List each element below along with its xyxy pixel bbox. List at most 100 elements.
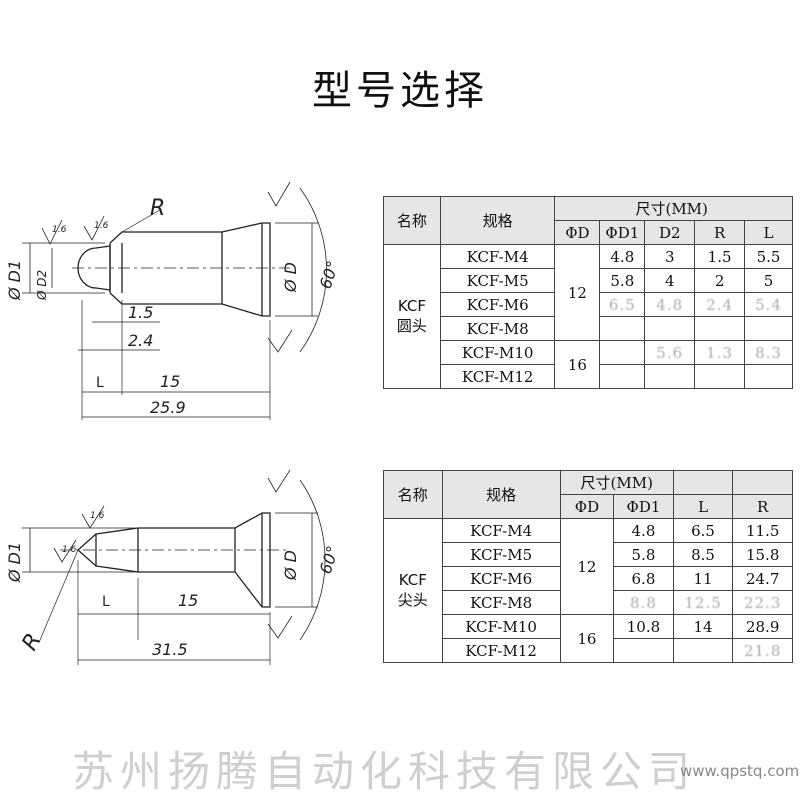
d2-cell: 4 <box>644 268 696 293</box>
drawing-pointed-head <box>22 469 326 665</box>
l-label-2: L <box>102 594 110 610</box>
l-cell <box>744 316 793 341</box>
d1-cell: 6.8 <box>613 566 674 591</box>
angle-label-2: 60° <box>316 543 343 576</box>
finish-2: 1.6 <box>94 221 109 231</box>
finish-3: 1.6 <box>90 511 105 521</box>
l-cell: 8.5 <box>672 542 734 567</box>
d1-cell: 5.8 <box>613 542 674 567</box>
r-label-2: R <box>18 629 47 655</box>
header-r: R <box>694 220 746 245</box>
header-phid: ΦD <box>554 220 601 245</box>
phid-cell: 16 <box>559 614 615 663</box>
drawing-round-head <box>22 181 327 420</box>
spec-cell: KCF-M12 <box>439 364 556 389</box>
header-size: 尺寸(MM) <box>554 196 793 221</box>
dim-c: 15 <box>160 372 180 391</box>
phid-cell: 12 <box>554 244 601 341</box>
l-cell: 6.5 <box>672 518 734 543</box>
d2-cell <box>644 364 696 389</box>
spec-cell: KCF-M10 <box>441 614 561 639</box>
dim-b: 2.4 <box>128 331 153 350</box>
header-l: L <box>744 220 793 245</box>
spec-table-round: 名称 规格 尺寸(MM) ΦD ΦD1 D2 R L KCF 圆头 KCF-M4… <box>383 196 793 389</box>
d2-cell <box>644 316 696 341</box>
drawing-pointed-head-labels: Ø D1 Ø D R 60° L 15 31.5 1.6 1.6 <box>5 511 343 659</box>
r-cell: 11.5 <box>732 518 793 543</box>
header-d2: D2 <box>644 220 696 245</box>
l-cell: 5.5 <box>744 244 793 269</box>
l-cell: 5.4 <box>744 292 793 317</box>
d2-cell: 5.6 <box>644 340 696 365</box>
phid-cell: 12 <box>559 518 615 615</box>
dim-a: 1.5 <box>128 303 153 322</box>
header-size: 尺寸(MM) <box>559 470 674 495</box>
spec-cell: KCF-M10 <box>439 340 556 365</box>
d1-cell: 4.8 <box>599 244 646 269</box>
d-label-2: Ø D <box>281 550 300 581</box>
r-cell: 2.4 <box>694 292 746 317</box>
group-label: KCF 圆头 <box>383 244 441 389</box>
header-phid1: ΦD1 <box>613 494 674 519</box>
header-phid1: ΦD1 <box>599 220 646 245</box>
d-label: Ø D <box>281 262 300 293</box>
d1-cell: 8.8 <box>613 590 674 615</box>
spec-table-pointed: 名称 规格 尺寸(MM) ΦD ΦD1 L R KCF 尖头 KCF-M4 12… <box>383 470 793 663</box>
phid-cell: 16 <box>554 340 601 389</box>
d1-label-2: Ø D1 <box>5 542 24 583</box>
header-r: R <box>732 494 793 519</box>
spec-cell: KCF-M8 <box>441 590 561 615</box>
l-cell <box>672 638 734 663</box>
company-watermark: 苏州扬腾自动化科技有限公司 <box>72 747 697 796</box>
site-url: www.qpstq.com <box>680 762 800 780</box>
l-cell <box>744 364 793 389</box>
header-phid: ΦD <box>559 494 615 519</box>
finish-4: 1.6 <box>62 545 77 555</box>
spec-cell: KCF-M6 <box>441 566 561 591</box>
total-length: 25.9 <box>150 398 186 417</box>
drawing-round-head-labels: Ø D1 Ø D2 Ø D R 60° 1.5 2.4 L 15 25.9 1.… <box>5 196 343 417</box>
d1-cell: 5.8 <box>599 268 646 293</box>
header-spec: 规格 <box>439 196 556 245</box>
spec-cell: KCF-M4 <box>441 518 561 543</box>
l-cell: 14 <box>672 614 734 639</box>
d1-cell <box>599 340 646 365</box>
total-length-2: 31.5 <box>152 640 188 659</box>
l-label: L <box>96 375 104 391</box>
angle-label: 60° <box>316 258 343 291</box>
d2-label: Ø D2 <box>35 270 49 301</box>
l-cell: 8.3 <box>744 340 793 365</box>
d1-cell: 4.8 <box>613 518 674 543</box>
spec-cell: KCF-M8 <box>439 316 556 341</box>
d1-cell <box>599 316 646 341</box>
d1-cell: 10.8 <box>613 614 674 639</box>
r-cell: 28.9 <box>732 614 793 639</box>
header-name: 名称 <box>383 196 441 245</box>
finish-1: 1.6 <box>52 225 67 235</box>
d1-cell <box>599 364 646 389</box>
page-title: 型号选择 <box>312 68 488 114</box>
r-cell: 21.8 <box>732 638 793 663</box>
d1-cell <box>613 638 674 663</box>
d1-cell: 6.5 <box>599 292 646 317</box>
r-cell: 2 <box>694 268 746 293</box>
r-cell: 1.5 <box>694 244 746 269</box>
r-cell: 24.7 <box>732 566 793 591</box>
header-spec: 规格 <box>441 470 561 519</box>
l-cell: 5 <box>744 268 793 293</box>
r-label: R <box>150 196 165 221</box>
r-cell: 22.3 <box>732 590 793 615</box>
d2-cell: 3 <box>644 244 696 269</box>
d2-cell: 4.8 <box>644 292 696 317</box>
r-cell: 15.8 <box>732 542 793 567</box>
l-cell: 12.5 <box>672 590 734 615</box>
spec-cell: KCF-M5 <box>439 268 556 293</box>
group-label: KCF 尖头 <box>383 518 443 663</box>
header-name: 名称 <box>383 470 443 519</box>
l-cell: 11 <box>672 566 734 591</box>
spec-cell: KCF-M5 <box>441 542 561 567</box>
spec-cell: KCF-M4 <box>439 244 556 269</box>
spec-cell: KCF-M12 <box>441 638 561 663</box>
dim-c-2: 15 <box>178 591 198 610</box>
